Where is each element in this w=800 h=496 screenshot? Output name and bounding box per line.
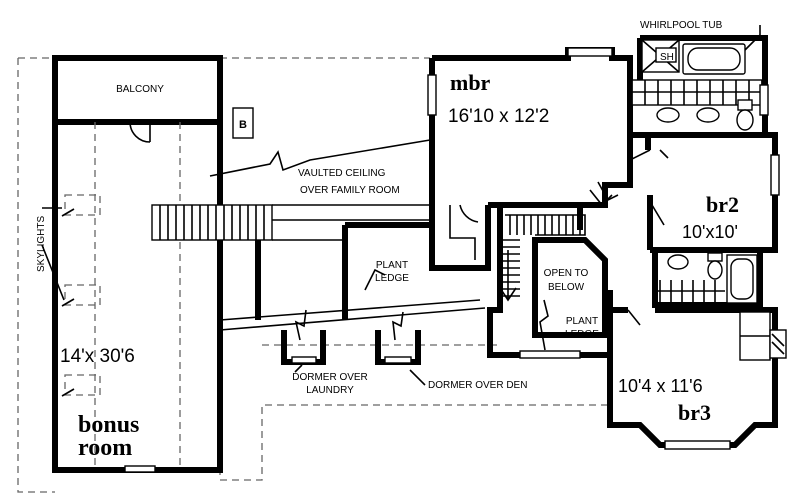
br2-name: br2 (706, 192, 739, 217)
room-labels: mbr 16'10 x 12'2 br2 10'x10' 10'4 x 11'6… (60, 70, 739, 461)
mbr-size: 16'10 x 12'2 (448, 106, 549, 127)
section-marker: B (232, 107, 254, 139)
center-walls (219, 222, 486, 331)
bonus-name-2: room (78, 435, 132, 461)
bonus-name-1: bonus (78, 412, 139, 438)
dormer-den (375, 311, 421, 365)
bedroom-3 (607, 290, 787, 450)
bonus-size: 14'x 30'6 (60, 346, 135, 367)
br3-size: 10'4 x 11'6 (618, 376, 703, 396)
label-plant-ledge-1: PLANT (376, 260, 408, 271)
bonus-room (52, 55, 223, 473)
stair-hall (487, 189, 613, 359)
stair-window (519, 350, 581, 359)
svg-text:SH: SH (660, 52, 674, 63)
label-skylights: SKYLIGHTS (36, 216, 47, 272)
hall-toilet-tank (707, 252, 723, 262)
skylight-2 (64, 284, 101, 306)
svg-text:B: B (239, 119, 247, 131)
bath-window (759, 84, 769, 116)
br3-bay-window (664, 440, 731, 450)
balcony-door (128, 121, 151, 142)
mbr-window (567, 47, 613, 57)
bedroom-2 (629, 132, 780, 253)
label-plant-ledge2-1: PLANT (566, 316, 598, 327)
label-vaulted-2: OVER FAMILY ROOM (300, 185, 400, 196)
skylight-3 (64, 374, 101, 396)
label-dormer-laundry-2: LAUNDRY (306, 385, 354, 396)
dormer-laundry (281, 309, 326, 365)
master-bedroom (427, 47, 633, 271)
label-dormer-den: DORMER OVER DEN (428, 380, 527, 391)
br2-window (770, 154, 780, 196)
br2-size: 10'x10' (682, 222, 738, 242)
label-whirlpool-tub: WHIRLPOOL TUB (640, 20, 723, 31)
sink-1 (656, 107, 680, 123)
hall-toilet (707, 260, 723, 280)
skylight-1 (64, 194, 101, 216)
hall-bath (652, 250, 763, 308)
label-balcony: BALCONY (116, 84, 164, 95)
toilet-tank (737, 99, 753, 111)
label-plant-ledge2-2: LEDGE (565, 329, 599, 340)
br3-name: br3 (678, 400, 711, 425)
label-open-below-2: BELOW (548, 282, 585, 293)
label-vaulted-1: VAULTED CEILING (298, 168, 386, 179)
mbr-name: mbr (450, 70, 491, 95)
bonus-window (124, 465, 156, 473)
label-plant-ledge-2: LEDGE (375, 273, 409, 284)
plan-labels: WHIRLPOOL TUB BALCONY VAULTED CEILING OV… (36, 20, 761, 396)
label-open-below-1: OPEN TO (544, 268, 589, 279)
mbr-window-side (427, 74, 437, 116)
vaulted-line (209, 139, 431, 177)
hall-sink (667, 254, 689, 270)
toilet-bowl (736, 109, 754, 131)
open-to-below (532, 237, 608, 338)
master-bath: SH (630, 35, 769, 138)
label-dormer-laundry-1: DORMER OVER (292, 372, 368, 383)
bridge-stair (151, 204, 430, 241)
plant-ledge-arrow (364, 268, 386, 291)
sink-2 (696, 107, 720, 123)
